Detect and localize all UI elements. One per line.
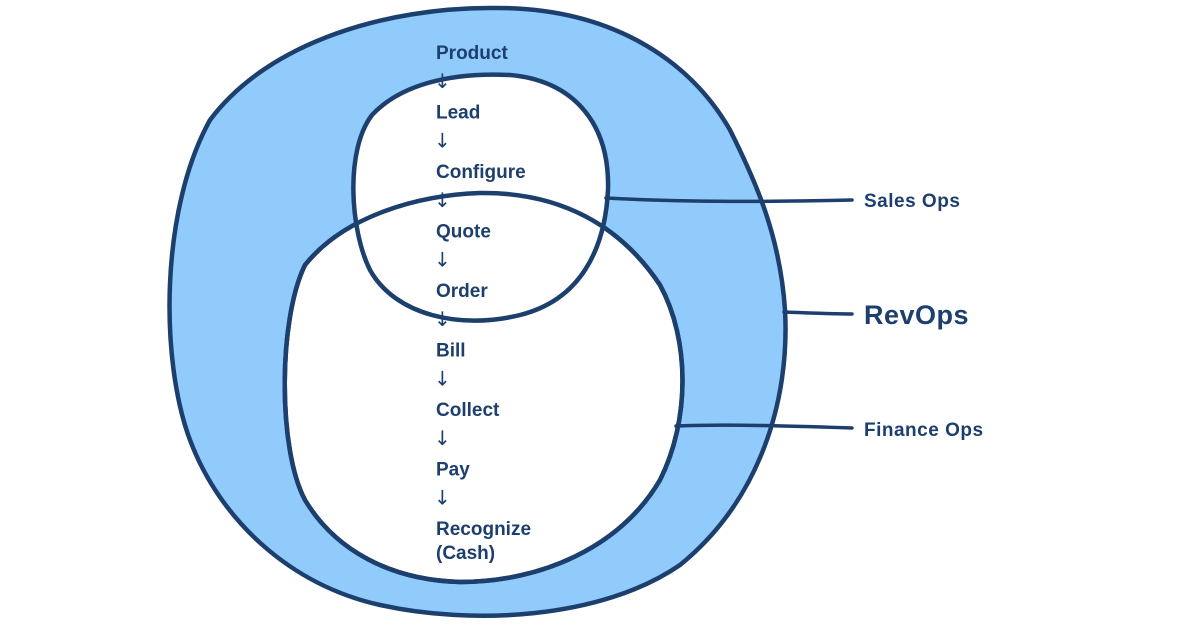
flow-step-order: Order — [436, 281, 488, 302]
flow-arrow: ↓ — [434, 69, 451, 93]
finance-ops-label: Finance Ops — [864, 420, 984, 441]
flow-arrow: ↓ — [434, 307, 451, 331]
revops-label: RevOps — [864, 300, 969, 330]
flow-step-recognize: Recognize — [436, 519, 531, 540]
flow-arrow: ↓ — [434, 367, 451, 391]
flow-arrow: ↓ — [434, 486, 451, 510]
revops-connector — [782, 310, 854, 316]
flow-arrow: ↓ — [434, 426, 451, 450]
finance-ops-connector — [674, 423, 854, 430]
finance-ops-outline — [282, 190, 685, 585]
sales-ops-shape — [351, 72, 611, 323]
flow-step-lead: Lead — [436, 103, 480, 124]
sales-ops-label: Sales Ops — [864, 191, 960, 212]
flow-step-quote: Quote — [436, 222, 491, 243]
sales-ops-connector — [604, 196, 854, 204]
flow-arrow: ↓ — [434, 248, 451, 272]
flow-arrow: ↓ — [434, 188, 451, 212]
flow-step-collect: Collect — [436, 400, 500, 421]
flow-steps: Product ↓ Lead ↓ Configure ↓ Quote ↓ Order ↓ Bill ↓… — [434, 43, 531, 564]
flow-step-bill: Bill — [436, 341, 466, 362]
flow-step-cash: (Cash) — [436, 543, 495, 564]
flow-arrow: ↓ — [434, 129, 451, 153]
flow-step-configure: Configure — [436, 162, 526, 183]
flow-step-pay: Pay — [436, 460, 470, 481]
flow-step-product: Product — [436, 43, 508, 64]
